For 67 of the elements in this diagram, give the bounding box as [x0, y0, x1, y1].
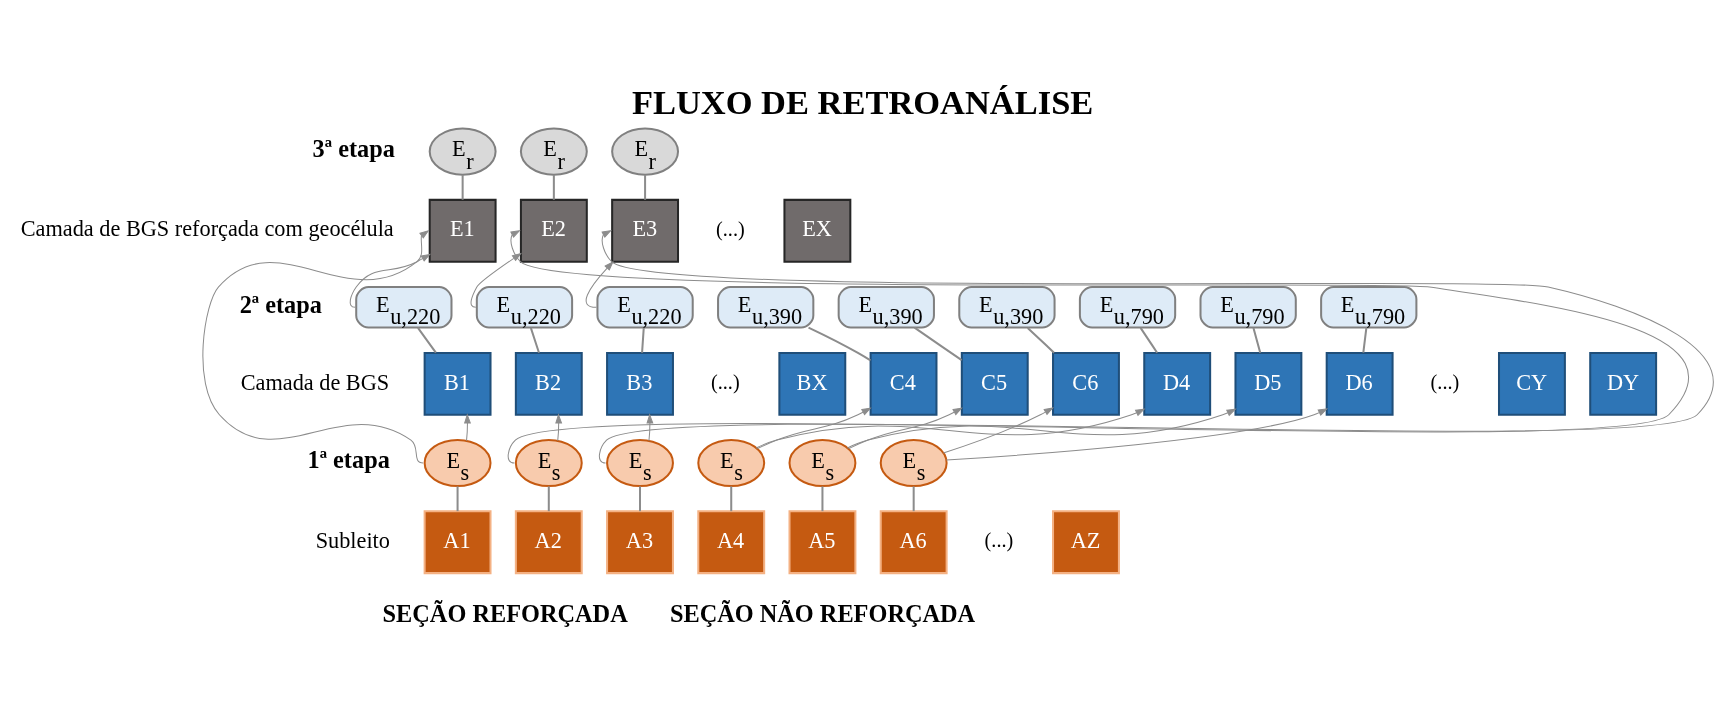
arrow: [846, 408, 1237, 448]
connector: [552, 174, 555, 200]
arrow: [646, 412, 654, 441]
label: Camada de BGS: [240, 369, 390, 395]
label: (...): [716, 217, 745, 240]
node-box: C6: [1052, 351, 1120, 416]
label: 3ª etapa: [312, 134, 395, 162]
connector: [1362, 327, 1368, 353]
connector: [529, 327, 540, 353]
arrow: [349, 253, 431, 308]
node-box: E2: [519, 198, 588, 263]
connector: [1139, 326, 1158, 353]
label: 2ª etapa: [239, 290, 322, 318]
arrow: [202, 229, 430, 464]
node-box: C4: [869, 351, 938, 416]
arrow: [942, 406, 1054, 453]
node-box: D4: [1143, 351, 1212, 416]
connector: [1252, 327, 1262, 353]
node-box: A1: [423, 509, 492, 574]
node-box: BX: [778, 351, 847, 416]
label: Camada de BGS reforçada com geocélula: [20, 215, 394, 241]
connector: [912, 485, 915, 511]
node-box: A5: [788, 509, 857, 574]
label: SEÇÃO NÃO REFORÇADA: [669, 599, 976, 627]
node-box: AZ: [1052, 509, 1120, 574]
node-box: A6: [879, 509, 948, 574]
connector: [730, 485, 733, 511]
node-box: D6: [1325, 351, 1394, 416]
node-box: CY: [1498, 351, 1566, 416]
node-box: EX: [783, 198, 852, 263]
node-box: A2: [514, 509, 583, 574]
arrow: [945, 407, 1329, 461]
node-box: B2: [514, 351, 583, 416]
connector: [808, 326, 871, 361]
label: (...): [984, 528, 1014, 551]
label: Subleito: [315, 527, 390, 553]
arrow: [848, 406, 963, 449]
node-box: E1: [428, 198, 497, 263]
node-box: A3: [606, 509, 674, 574]
arrow: [470, 252, 522, 308]
connector: [913, 326, 963, 361]
label: (...): [1430, 370, 1460, 393]
label: (...): [710, 370, 740, 393]
connector: [456, 485, 459, 511]
connector: [641, 327, 645, 353]
connector: [821, 485, 824, 511]
arrow: [463, 412, 471, 441]
arrow: [585, 260, 614, 308]
node-box: B3: [606, 351, 674, 416]
arrow: [755, 408, 1146, 448]
connector: [547, 485, 550, 511]
label: 1ª etapa: [307, 445, 390, 473]
label: SEÇÃO REFORÇADA: [382, 599, 628, 627]
node-box: E3: [611, 198, 680, 263]
arrow: [555, 412, 563, 441]
arrow: [756, 406, 872, 449]
connector: [644, 174, 647, 200]
connector: [417, 326, 437, 353]
node-box: D5: [1234, 351, 1303, 416]
connector: [639, 485, 642, 511]
node-box: B1: [423, 351, 492, 416]
node-box: A4: [697, 509, 766, 574]
node-box: C5: [960, 351, 1029, 416]
diagram-title: FLUXO DE RETROANÁLISE: [631, 82, 1094, 121]
connector: [1027, 326, 1055, 353]
connector: [461, 174, 464, 200]
node-box: DY: [1589, 351, 1658, 416]
